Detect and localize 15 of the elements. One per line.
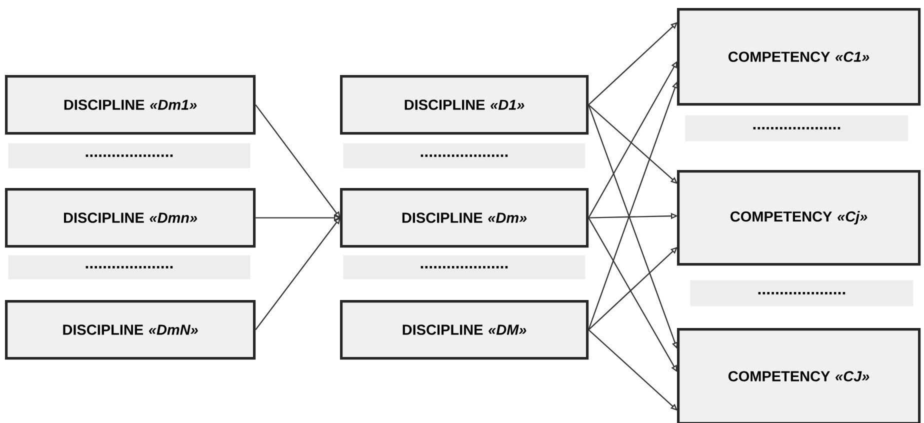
discipline-box: DISCIPLINE «DmN» <box>5 300 256 360</box>
competency-box: COMPETENCY «Cj» <box>677 170 921 266</box>
discipline-box: DISCIPLINE «D1» <box>340 75 589 135</box>
competency-box: COMPETENCY «C1» <box>677 8 921 106</box>
discipline-box: DISCIPLINE «DM» <box>340 300 589 360</box>
ellipsis-bar: .................... <box>8 143 250 168</box>
ellipsis-bar: .................... <box>343 255 586 280</box>
discipline-box: DISCIPLINE «Dm» <box>340 188 589 248</box>
ellipsis-bar: .................... <box>343 143 586 168</box>
ellipsis-bar: .................... <box>8 255 250 280</box>
discipline-box: DISCIPLINE «Dm1» <box>5 75 256 135</box>
competency-box: COMPETENCY «CJ» <box>677 328 921 423</box>
ellipsis-bar: .................... <box>690 280 914 306</box>
discipline-box: DISCIPLINE «Dmn» <box>5 188 256 248</box>
ellipsis-bar: .................... <box>685 115 908 142</box>
